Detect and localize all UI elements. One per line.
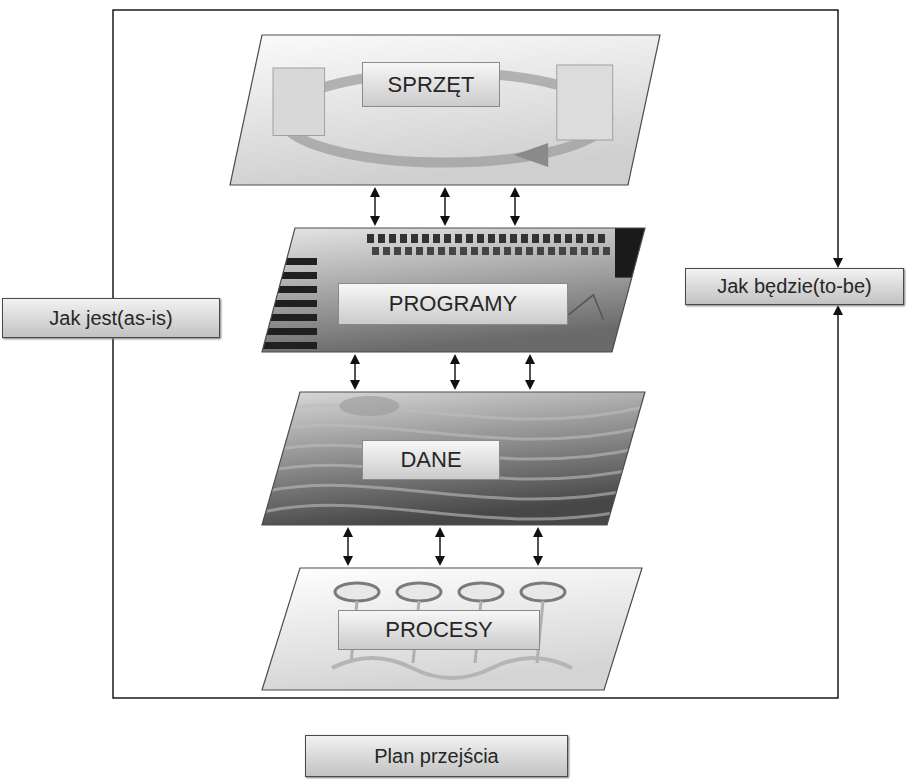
software-layer: PROGRAMY [262, 228, 645, 352]
label-plate: PROGRAMY [338, 283, 568, 325]
layer-label: PROCESY [385, 617, 493, 643]
layer-arrow [533, 527, 543, 566]
transition-line [113, 10, 843, 298]
layer-arrow [450, 354, 460, 390]
label-plate: DANE [362, 440, 500, 480]
label-plate: PROCESY [338, 610, 540, 650]
box-label: Jak jest(as-is) [49, 307, 172, 330]
box-label: Plan przejścia [374, 745, 499, 768]
layer-label: PROGRAMY [389, 291, 517, 317]
state-box: Jak będzie(to-be) [685, 268, 904, 305]
state-box: Jak jest(as-is) [2, 298, 220, 338]
layer-illustration [332, 583, 572, 678]
label-plate: SPRZĘT [362, 62, 500, 107]
transition-line [113, 305, 843, 698]
layer-illustration [262, 228, 645, 349]
box-label: Jak będzie(to-be) [717, 275, 872, 298]
layer-arrow [525, 354, 535, 390]
layer-arrow [350, 354, 360, 390]
layer-arrow [370, 187, 380, 226]
parallelogram-outline [230, 35, 660, 185]
layer-illustration [273, 65, 613, 167]
layer-arrow [435, 527, 445, 566]
layer-label: DANE [400, 447, 461, 473]
layer-label: SPRZĘT [388, 72, 475, 98]
layer-arrow [343, 527, 353, 566]
process-layer: PROCESY [262, 568, 642, 690]
layer-arrow [510, 187, 520, 226]
layer-illustration [262, 396, 645, 519]
data-layer: DANE [262, 392, 645, 525]
hardware-layer: SPRZĘT [230, 35, 660, 185]
layer-arrow [440, 187, 450, 226]
plan-box: Plan przejścia [305, 735, 568, 777]
